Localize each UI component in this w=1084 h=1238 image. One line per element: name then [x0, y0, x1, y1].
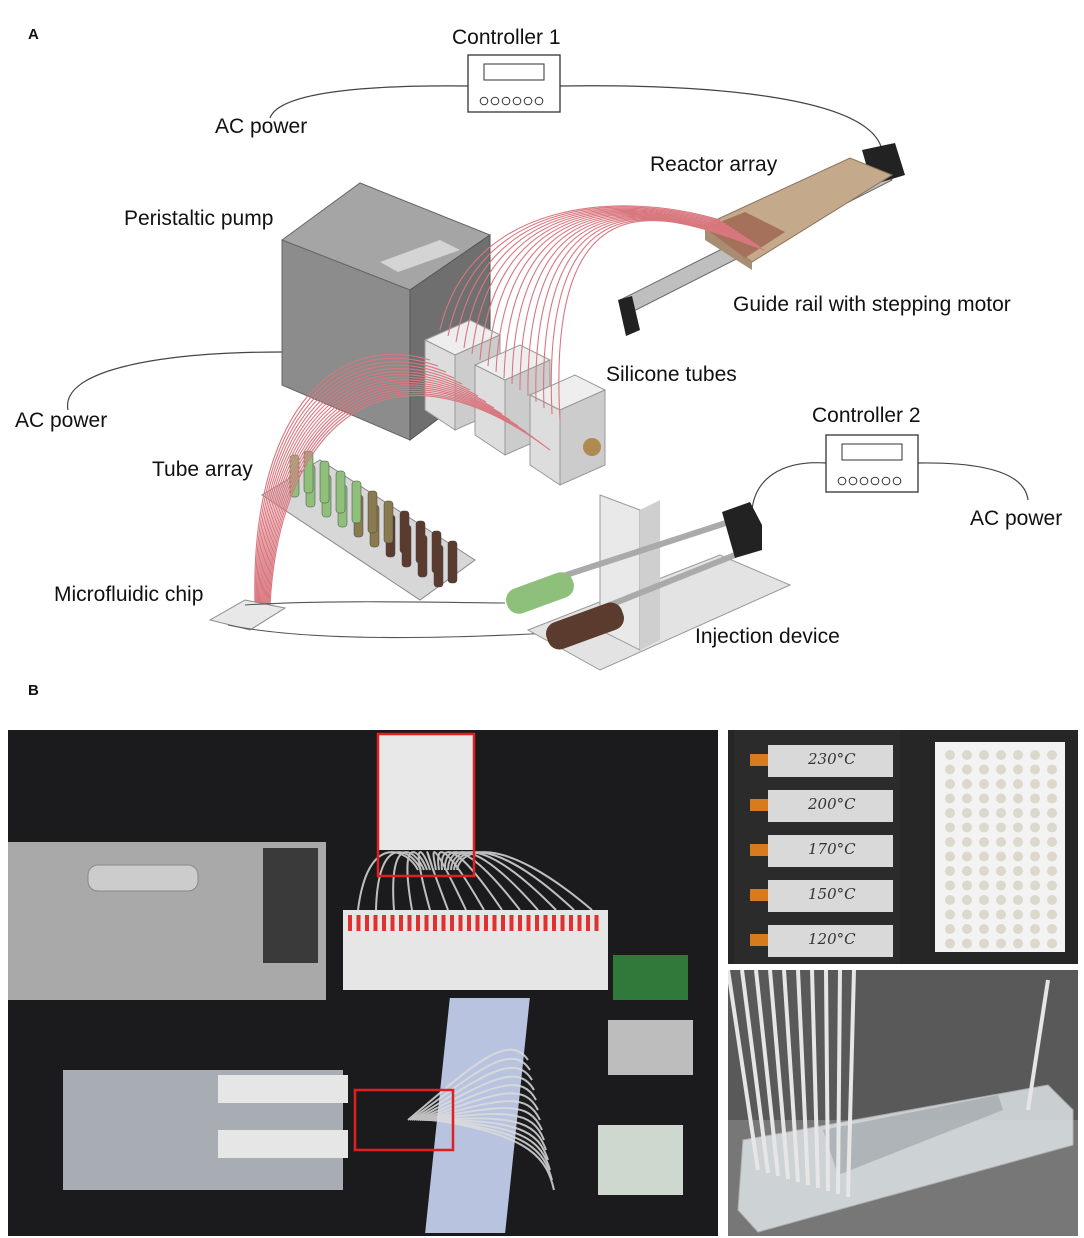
silicone-tubes — [254, 205, 766, 606]
button-dot — [859, 476, 869, 486]
sample-tube — [447, 540, 458, 584]
controller2-cable-left — [751, 462, 827, 511]
injection-device — [506, 494, 792, 671]
heater-block — [768, 880, 893, 912]
highlight-reactor — [376, 732, 476, 878]
power-supply — [608, 1020, 693, 1075]
sample-tube — [319, 460, 330, 504]
button-dot — [837, 476, 847, 486]
sample-tube — [335, 470, 346, 514]
peristaltic-pump-label: Peristaltic pump — [124, 207, 274, 230]
ac-power-left-label: AC power — [15, 409, 108, 432]
controller-1-label: Controller 1 — [452, 26, 561, 49]
photo-full-setup — [8, 730, 718, 1236]
reactor-block — [378, 735, 473, 850]
photo-reactor-blocks — [728, 730, 1078, 964]
ac-power-top-label: AC power — [215, 115, 308, 138]
injection-device-label: Injection device — [695, 625, 840, 648]
heater-block — [768, 790, 893, 822]
ac-cable-left — [67, 351, 283, 411]
microfluidic-chip-label: Microfluidic chip — [54, 583, 204, 606]
sample-tube — [367, 490, 378, 534]
temperature-label: 230°C — [808, 750, 856, 768]
controller-board-2 — [598, 1125, 683, 1195]
heater-block — [768, 835, 893, 867]
sample-tube — [303, 450, 314, 494]
button-dot — [512, 96, 522, 106]
ac-cable-top — [269, 85, 469, 119]
temperature-label: 200°C — [808, 795, 856, 813]
controller2-cable-right — [917, 462, 1029, 501]
button-dot — [534, 96, 544, 106]
pump-heads — [423, 319, 607, 486]
reactor-array-label: Reactor array — [650, 153, 778, 176]
glass-chip — [737, 1084, 1074, 1233]
ac-power-right-label: AC power — [970, 507, 1063, 530]
controller1-cable — [559, 85, 883, 151]
controller-1-box — [467, 54, 561, 113]
tube-array-label: Tube array — [152, 458, 253, 481]
button-dot — [479, 96, 489, 106]
highlight-chip — [353, 1088, 455, 1152]
controller-board — [613, 955, 688, 1000]
system-schematic — [67, 54, 1029, 671]
button-dot — [881, 476, 891, 486]
controller-2-label: Controller 2 — [812, 404, 921, 427]
panel-a-label: A — [28, 26, 39, 43]
brown-syringe — [546, 602, 624, 650]
sample-tube — [415, 520, 426, 564]
temperature-label: 120°C — [808, 930, 856, 948]
heater-block — [768, 745, 893, 777]
green-syringe — [506, 572, 574, 614]
controller-2-box — [825, 434, 919, 493]
sample-tube — [383, 500, 394, 544]
sample-tube — [351, 480, 362, 524]
button-dot — [523, 96, 533, 106]
temperature-label: 170°C — [808, 840, 856, 858]
button-dot — [501, 96, 511, 106]
panel-b-label: B — [28, 682, 39, 699]
button-dot — [892, 476, 902, 486]
sample-tube — [399, 510, 410, 554]
photo-microfluidic-chip — [728, 970, 1078, 1236]
button-dot — [848, 476, 858, 486]
temperature-label: 150°C — [808, 885, 856, 903]
sample-tube — [431, 530, 442, 574]
heater-block — [768, 925, 893, 957]
button-dot — [490, 96, 500, 106]
guide-rail-label: Guide rail with stepping motor — [733, 293, 1011, 316]
button-dot — [870, 476, 880, 486]
silicone-tubes-label: Silicone tubes — [606, 363, 737, 386]
